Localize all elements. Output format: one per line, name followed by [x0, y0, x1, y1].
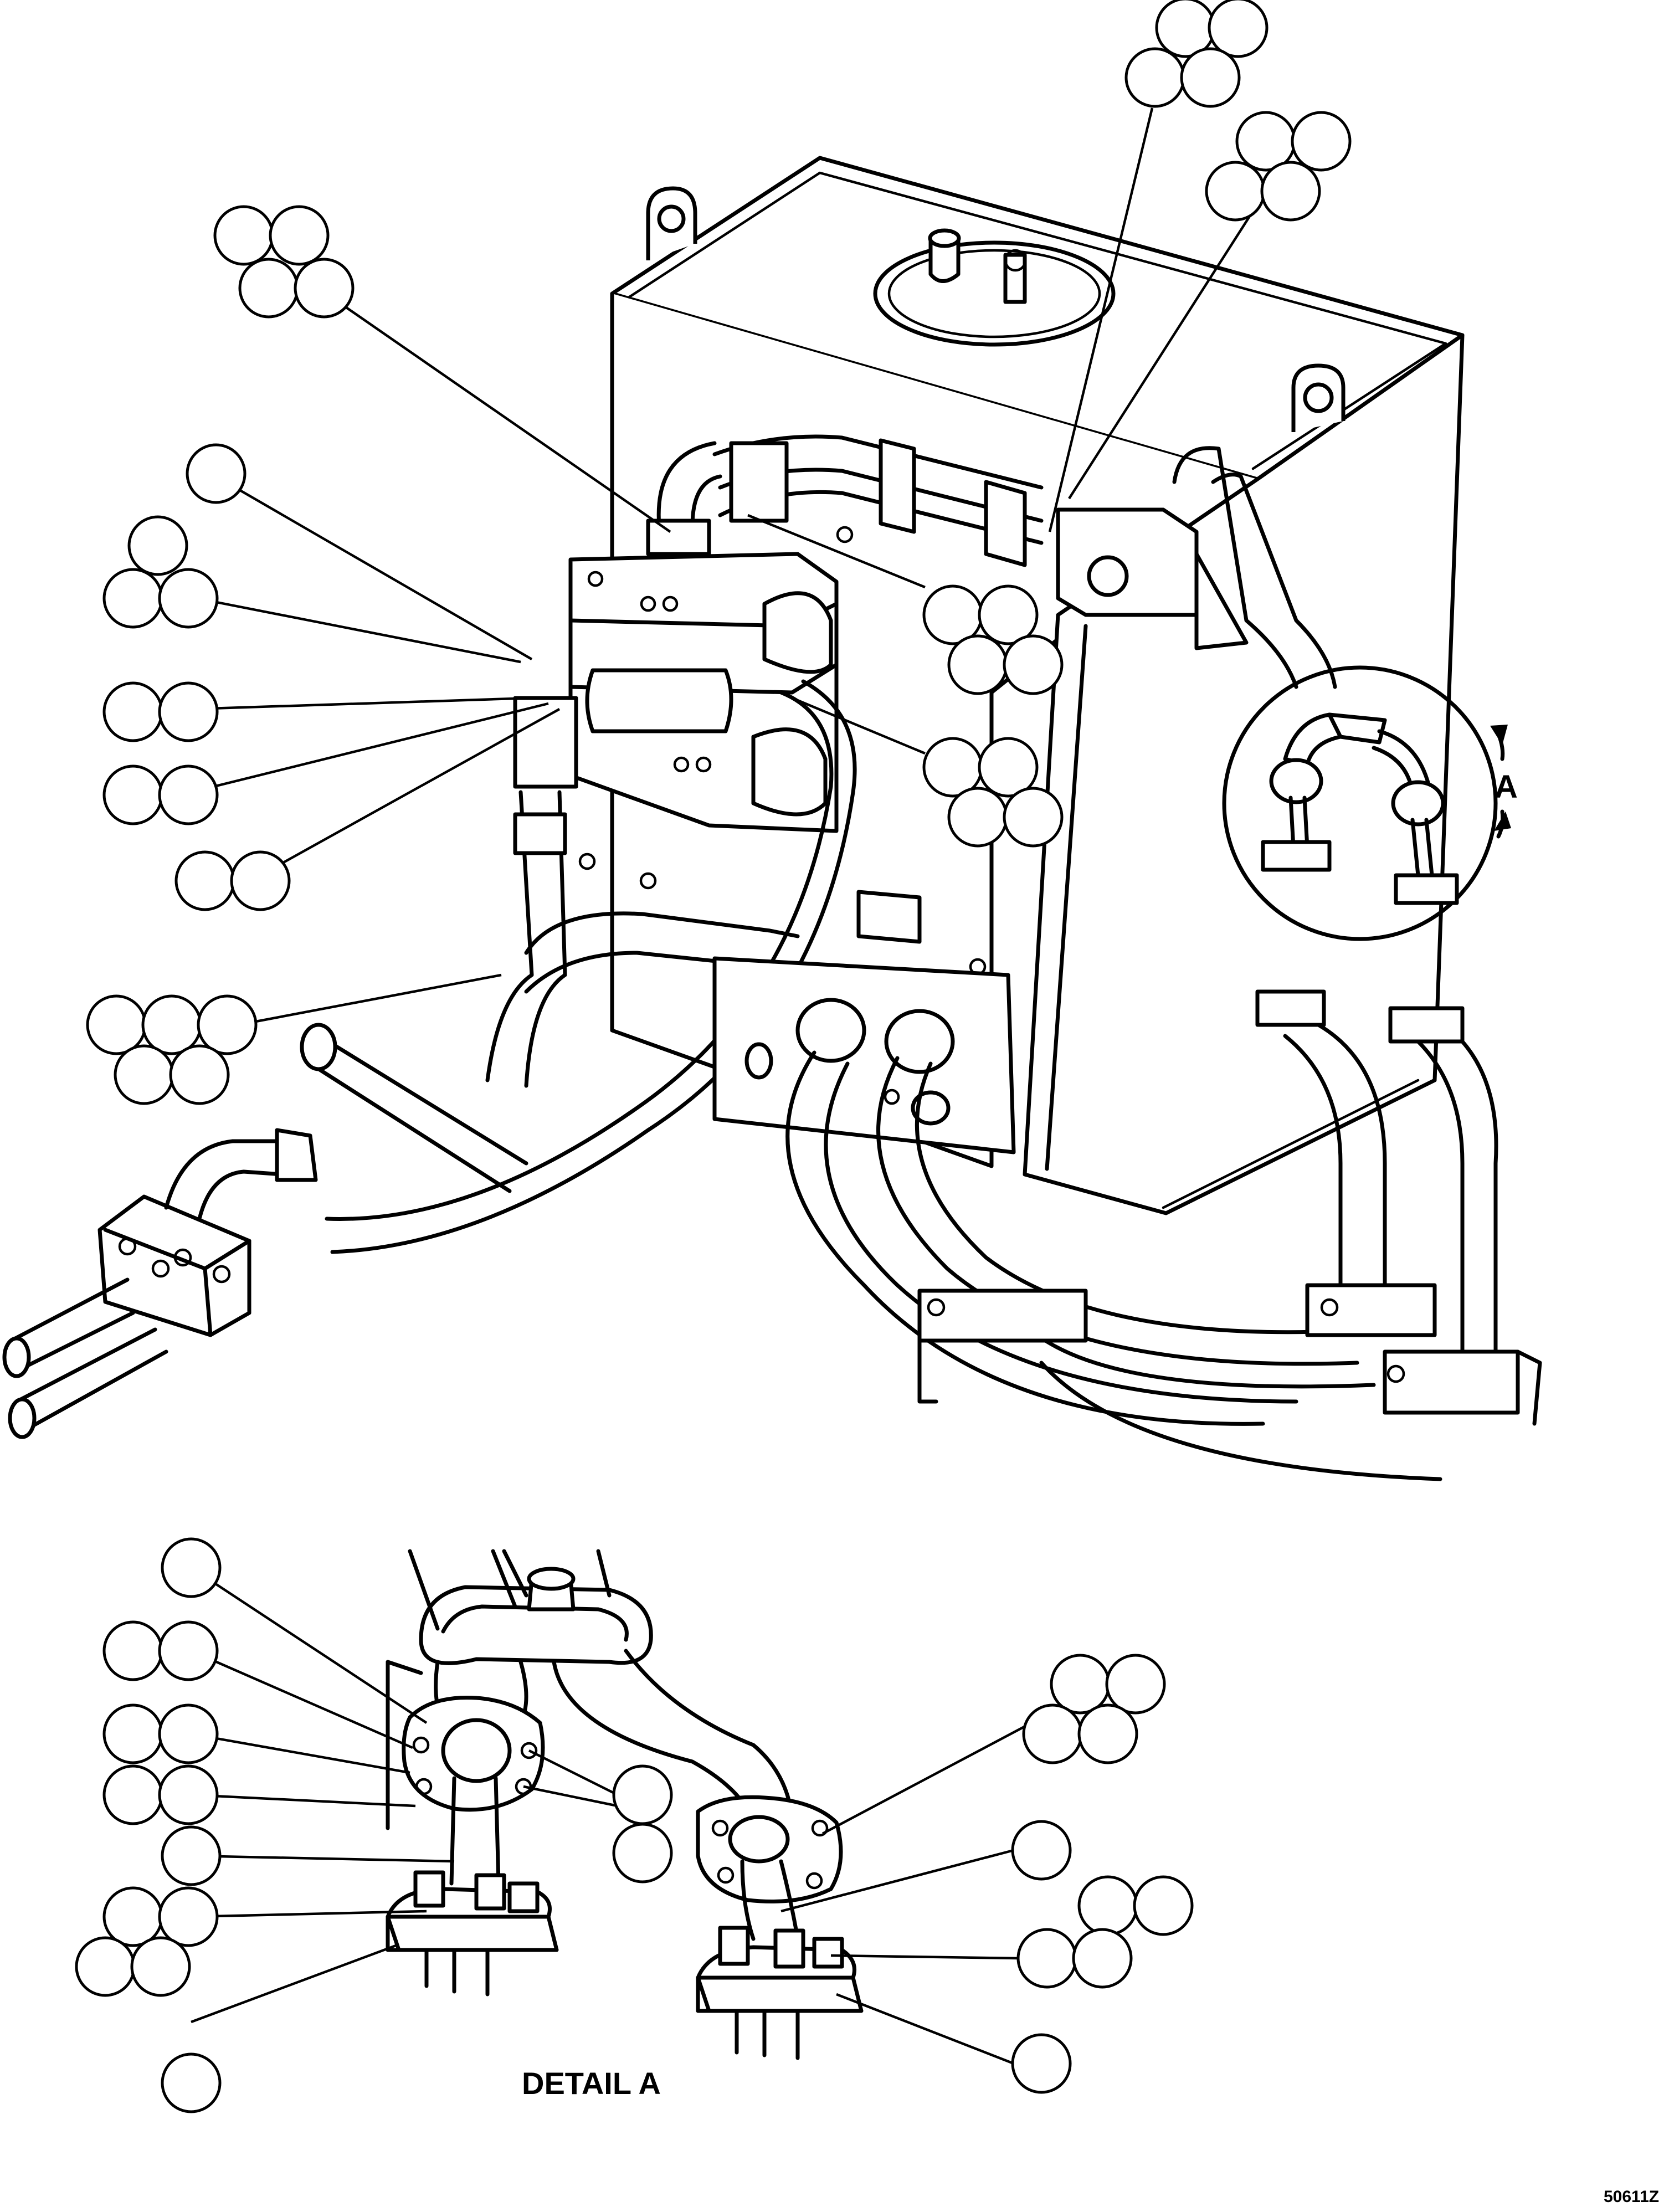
detail-callout-letter: A [1495, 769, 1518, 805]
callout-bubbles [75, 0, 1352, 2113]
drawing-number: 50611Z [1604, 2188, 1659, 2206]
view-arrows [1490, 725, 1511, 839]
detail-a-drawing [386, 1549, 864, 2060]
leader-lines [190, 107, 1267, 2065]
hoses-main [2, 434, 1542, 1481]
detail-a-callout-circle [1222, 665, 1498, 941]
detail-title: DETAIL A [522, 2066, 661, 2101]
control-valve-block [513, 552, 839, 833]
